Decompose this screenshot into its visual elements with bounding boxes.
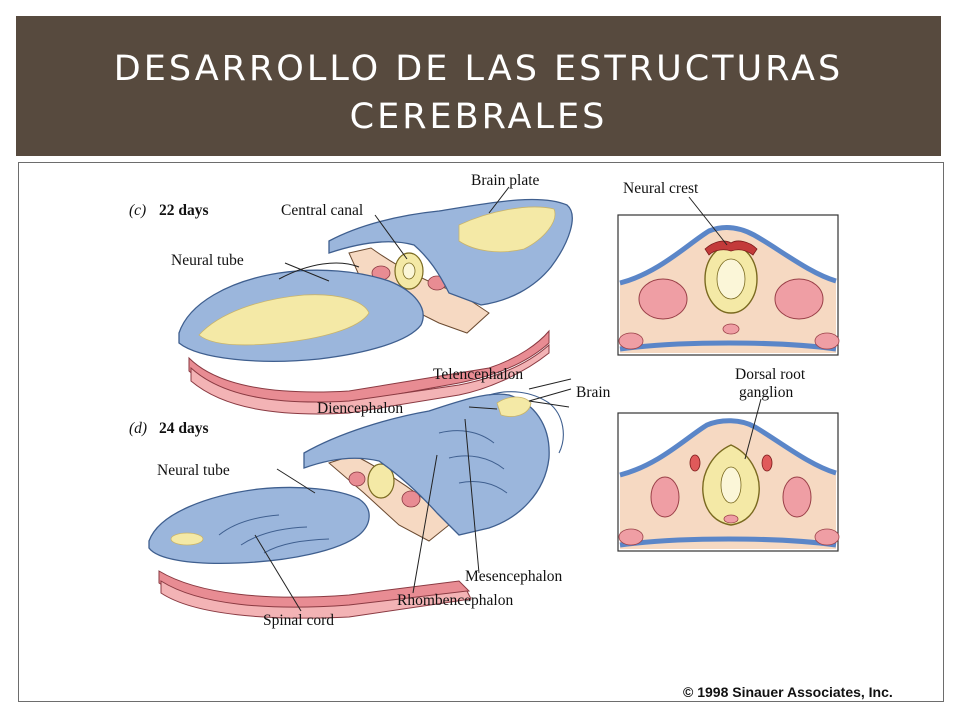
- stage-c-days: 22 days: [159, 202, 209, 219]
- label-spinal-cord: Spinal cord: [263, 612, 334, 629]
- embryo-diagram: (c) 22 days Brain plate Central canal Ne…: [129, 172, 893, 700]
- label-rhombencephalon: Rhombencephalon: [397, 592, 513, 609]
- leader-lines: [254, 186, 762, 612]
- label-neural-tube-d: Neural tube: [157, 462, 230, 479]
- cross-section-dorsal-root-ganglion: [617, 412, 840, 552]
- title-bar: DESARROLLO DE LAS ESTRUCTURAS CEREBRALES: [16, 16, 941, 156]
- embryo-24-days: [148, 391, 564, 619]
- label-mesencephalon: Mesencephalon: [465, 568, 563, 585]
- slide-title: DESARROLLO DE LAS ESTRUCTURAS CEREBRALES: [113, 49, 844, 137]
- copyright-notice: © 1998 Sinauer Associates, Inc.: [683, 684, 893, 700]
- label-brain: Brain: [576, 384, 611, 401]
- label-ganglion: ganglion: [739, 384, 793, 401]
- stage-c-letter: (c): [129, 202, 146, 219]
- label-telencephalon: Telencephalon: [433, 366, 523, 383]
- stage-d-letter: (d): [129, 420, 147, 437]
- label-dorsal-root: Dorsal root: [735, 366, 806, 383]
- label-central-canal: Central canal: [281, 202, 363, 219]
- figure-panel: (c) 22 days Brain plate Central canal Ne…: [18, 162, 944, 702]
- label-neural-tube-c: Neural tube: [171, 252, 244, 269]
- stage-d-days: 24 days: [159, 420, 209, 437]
- label-diencephalon: Diencephalon: [317, 400, 403, 417]
- diagram-labels: (c) 22 days Brain plate Central canal Ne…: [129, 172, 893, 700]
- label-brain-plate: Brain plate: [471, 172, 540, 189]
- embryo-22-days: [178, 198, 573, 415]
- cross-section-neural-crest: [617, 214, 840, 356]
- label-neural-crest: Neural crest: [623, 180, 699, 197]
